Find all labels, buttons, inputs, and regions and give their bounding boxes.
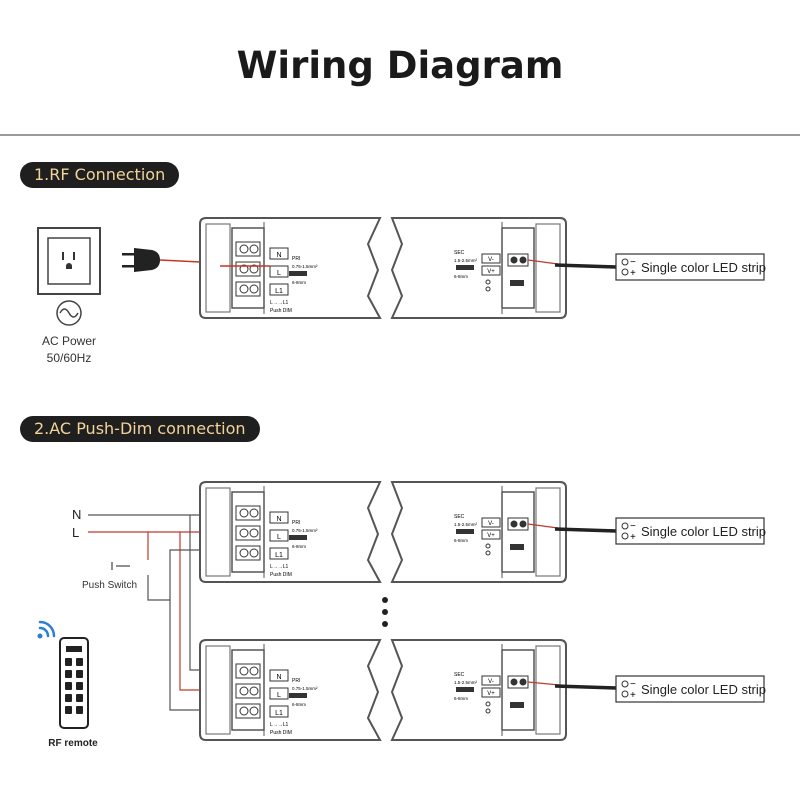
led-strip-label: Single color LED strip <box>641 524 766 539</box>
driver-left-2: N L L1 PRI 0.75-1.5mm² 6-8mm L→→L1 Push … <box>199 481 381 583</box>
terminal-l: L <box>277 534 281 541</box>
pri-label: PRI <box>292 256 300 262</box>
strip-length-label: 6-8mm <box>292 280 306 285</box>
section-badge-push-dim: 2.AC Push-Dim connection <box>20 416 260 442</box>
pri-wire-label: 0.75-1.5mm² <box>292 686 318 691</box>
polarity-minus: − <box>630 521 636 532</box>
led-strip-label: Single color LED strip <box>641 682 766 697</box>
pri-label: PRI <box>292 678 300 684</box>
sec-label: SEC <box>454 514 465 520</box>
push-dim-label: Push DIM <box>270 730 292 736</box>
section-badge-rf: 1.RF Connection <box>20 162 180 188</box>
push-switch-icon <box>111 562 130 570</box>
polarity-plus: + <box>630 268 636 279</box>
wireless-signal-icon <box>37 620 56 639</box>
output-cable-3 <box>554 684 617 690</box>
driver-right-1: SEC 1.5-2.5mm² 6-8mm V- V+ <box>391 217 581 319</box>
sec-length-label: 6-8mm <box>454 538 468 543</box>
sec-wire-label: 1.5-2.5mm² <box>454 522 478 527</box>
strip-length-label: 6-8mm <box>292 702 306 707</box>
continuation-dots <box>382 597 388 627</box>
pri-label: PRI <box>292 520 300 526</box>
terminal-v-minus: V- <box>488 679 494 685</box>
pri-wire-label: 0.75-1.5mm² <box>292 528 318 533</box>
ac-power-label: AC Power <box>42 334 96 348</box>
push-dim-label: Push DIM <box>270 572 292 578</box>
title-divider <box>0 134 800 136</box>
polarity-minus: − <box>630 257 636 268</box>
terminal-l1: L1 <box>275 288 283 295</box>
terminal-l: L <box>277 270 281 277</box>
power-plug-icon <box>122 248 160 272</box>
terminal-v-minus: V- <box>488 257 494 263</box>
polarity-minus: − <box>630 679 636 690</box>
output-cable-1 <box>554 263 617 269</box>
push-line-label: L→→L1 <box>270 564 289 570</box>
terminal-n: N <box>276 674 281 681</box>
sec-length-label: 6-8mm <box>454 696 468 701</box>
terminal-n: N <box>276 516 281 523</box>
push-line-label: L→→L1 <box>270 300 289 306</box>
ac-sine-icon <box>56 300 82 326</box>
polarity-plus: + <box>630 532 636 543</box>
sec-length-label: 6-8mm <box>454 274 468 279</box>
page-title: Wiring Diagram <box>236 44 564 87</box>
polarity-plus: + <box>630 690 636 701</box>
push-switch-label: Push Switch <box>82 580 137 591</box>
terminal-v-plus: V+ <box>487 691 495 697</box>
driver-left-3: N L L1 PRI 0.75-1.5mm² 6-8mm L→→L1 Push … <box>199 639 381 741</box>
terminal-v-plus: V+ <box>487 269 495 275</box>
strip-length-label: 6-8mm <box>292 544 306 549</box>
ac-line-l-label: L <box>72 525 79 540</box>
terminal-l1: L1 <box>275 552 283 559</box>
ac-line-n-label: N <box>72 507 81 522</box>
terminal-l1: L1 <box>275 710 283 717</box>
terminal-n: N <box>276 252 281 259</box>
terminal-v-minus: V- <box>488 521 494 527</box>
sec-wire-label: 1.5-2.5mm² <box>454 680 478 685</box>
rf-remote-icon <box>59 637 89 729</box>
sec-wire-label: 1.5-2.5mm² <box>454 258 478 263</box>
sec-label: SEC <box>454 672 465 678</box>
wall-outlet <box>37 227 101 295</box>
ac-frequency-label: 50/60Hz <box>47 351 92 365</box>
driver-right-2: SEC 1.5-2.5mm² 6-8mm V- V+ <box>391 481 581 583</box>
terminal-v-plus: V+ <box>487 533 495 539</box>
push-dim-label: Push DIM <box>270 308 292 314</box>
rf-remote-label: RF remote <box>48 738 98 749</box>
sec-label: SEC <box>454 250 465 256</box>
led-strip-label: Single color LED strip <box>641 260 766 275</box>
driver-right-3: SEC 1.5-2.5mm² 6-8mm V- V+ <box>391 639 581 741</box>
terminal-l: L <box>277 692 281 699</box>
push-line-label: L→→L1 <box>270 722 289 728</box>
driver-left-1: N L L1 PRI 0.75-1.5mm² 6-8mm L→→L1 Push … <box>199 217 381 319</box>
output-cable-2 <box>554 527 617 533</box>
pri-wire-label: 0.75-1.5mm² <box>292 264 318 269</box>
